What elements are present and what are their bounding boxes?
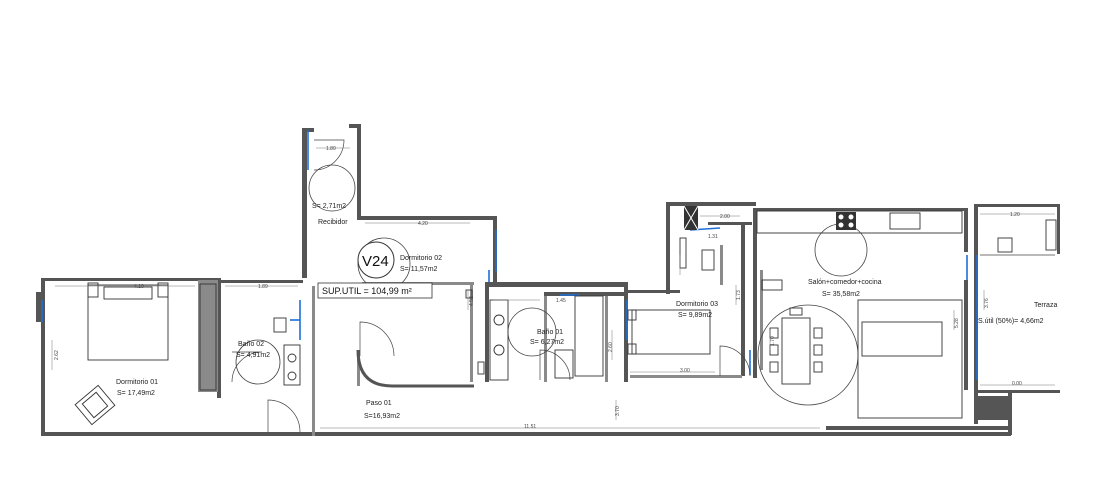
room-name: Dormitorio 02 bbox=[400, 255, 442, 262]
dim-label: 1.89 bbox=[258, 284, 268, 290]
room-label-salon: Salón+comedor+cocina S= 35,58m2 bbox=[808, 279, 882, 298]
dim-label: 2.60 bbox=[608, 342, 614, 352]
terrace-furniture bbox=[980, 219, 1057, 256]
room-area: S.útil (50%)= 4,66m2 bbox=[978, 318, 1044, 325]
dim-label: 4.20 bbox=[418, 221, 428, 227]
room-label-bano-02: Baño 02 S= 4,91m2 bbox=[236, 341, 270, 359]
kitchen-counter bbox=[683, 205, 963, 234]
room-name: Dormitorio 03 bbox=[676, 301, 718, 308]
unit-tag: V24 bbox=[357, 241, 395, 279]
room-label-dormitorio-02: Dormitorio 02 S= 11,57m2 bbox=[400, 255, 442, 273]
room-label-terraza: Terraza S.útil (50%)= 4,66m2 bbox=[978, 302, 1057, 325]
sofa bbox=[857, 299, 963, 419]
room-area: S= 9,89m2 bbox=[678, 312, 712, 319]
room-label-recibidor: S= 2,71m2 Recibidor bbox=[312, 203, 348, 226]
dim-label: 11.51 bbox=[524, 424, 536, 430]
room-area: S= 35,58m2 bbox=[822, 291, 860, 298]
room-label-paso-01: Paso 01 S=16,93m2 bbox=[364, 400, 400, 420]
dimension-lines bbox=[51, 147, 1055, 429]
dim-label: 1.70 bbox=[770, 336, 776, 346]
dim-label: 4.52 bbox=[469, 296, 475, 306]
room-label-dormitorio-03: Dormitorio 03 S= 9,89m2 bbox=[676, 301, 718, 319]
exterior-walls bbox=[36, 124, 1060, 436]
room-area: S=16,93m2 bbox=[364, 413, 400, 420]
dim-label: 2.62 bbox=[54, 350, 60, 360]
dim-label: 3.70 bbox=[615, 406, 621, 416]
sink-block bbox=[477, 361, 485, 375]
dim-label: 1.45 bbox=[556, 298, 566, 304]
superficie-util: SUP.UTIL = 104,99 m² bbox=[322, 286, 412, 296]
dim-label: 3.76 bbox=[984, 298, 990, 308]
room-name: Recibidor bbox=[318, 219, 348, 226]
bath02-fixtures bbox=[273, 317, 301, 386]
room-area: S= 17,49m2 bbox=[117, 390, 155, 397]
bed-double-01 bbox=[87, 282, 169, 361]
dim-label: 0.00 bbox=[1012, 381, 1022, 387]
dim-label: 1.20 bbox=[1010, 212, 1020, 218]
room-area: S= 2,71m2 bbox=[312, 203, 346, 210]
room-name: Terraza bbox=[1034, 302, 1057, 309]
dim-label: 1.80 bbox=[326, 146, 336, 152]
superficie-box: SUP.UTIL = 104,99 m² bbox=[317, 282, 433, 299]
room-name: Baño 02 bbox=[238, 341, 264, 348]
dim-label: 1.31 bbox=[708, 234, 718, 240]
room-name: Baño 01 bbox=[537, 329, 563, 336]
room-area: S= 6,27m2 bbox=[530, 339, 564, 346]
room-name: Salón+comedor+cocina bbox=[808, 279, 882, 286]
room-area: S= 11,57m2 bbox=[400, 266, 438, 273]
dining-table bbox=[769, 307, 823, 385]
armchair bbox=[74, 384, 116, 426]
curved-wall bbox=[356, 349, 474, 388]
room-name: Paso 01 bbox=[366, 400, 392, 407]
wardrobes bbox=[199, 237, 783, 391]
dim-label: 2.00 bbox=[720, 214, 730, 220]
dimension-labels: 4.10 1.89 1.80 4.20 1.45 3.00 1.31 2.00 … bbox=[54, 146, 1022, 430]
room-label-dormitorio-01: Dormitorio 01 S= 17,49m2 bbox=[116, 379, 158, 397]
dim-label: 4.10 bbox=[134, 284, 144, 290]
windows bbox=[41, 130, 978, 380]
room-label-bano-01: Baño 01 S= 6,27m2 bbox=[530, 329, 564, 346]
turning-circles bbox=[235, 164, 868, 406]
doors bbox=[231, 139, 751, 433]
bath01-fixtures bbox=[489, 295, 604, 381]
room-area: S= 4,91m2 bbox=[236, 352, 270, 359]
room-name: Dormitorio 01 bbox=[116, 379, 158, 386]
bed-single-03 bbox=[627, 309, 711, 355]
dim-label: 3.00 bbox=[680, 368, 690, 374]
dim-label: 1.73 bbox=[736, 290, 742, 300]
dim-label: 5.28 bbox=[954, 318, 960, 328]
unit-code: V24 bbox=[362, 253, 389, 270]
